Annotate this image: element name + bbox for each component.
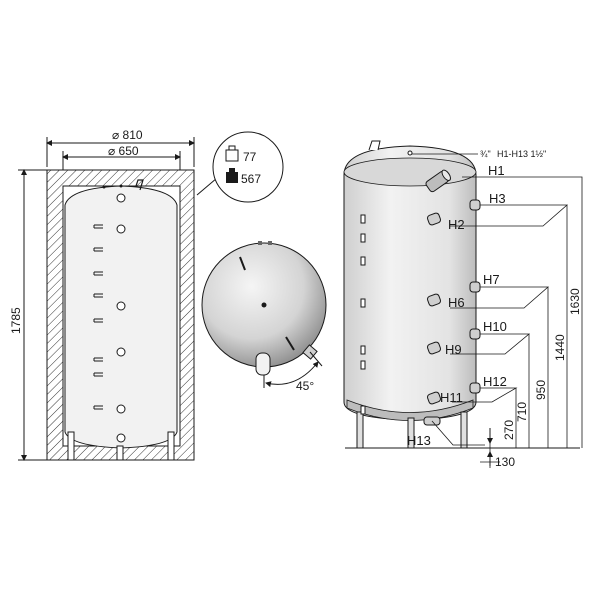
label-H13: H13 bbox=[407, 433, 431, 448]
thread-note-a: ¾" bbox=[480, 149, 491, 159]
dim-130: 130 bbox=[495, 455, 515, 469]
thread-note-b: H1-H13 1½" bbox=[497, 149, 546, 159]
dim-1630: 1630 bbox=[568, 288, 582, 315]
side-nozzles bbox=[423, 199, 481, 426]
label-H3: H3 bbox=[489, 191, 506, 206]
dim-710: 710 bbox=[515, 402, 529, 422]
label-H2: H2 bbox=[448, 217, 465, 232]
label-H12: H12 bbox=[483, 374, 507, 389]
label-H9: H9 bbox=[445, 342, 462, 357]
height-label: 1785 bbox=[9, 307, 23, 334]
weight-full-icon bbox=[226, 168, 238, 183]
tank-legs bbox=[356, 411, 468, 449]
dim-950: 950 bbox=[534, 380, 548, 400]
front-ports bbox=[116, 193, 126, 443]
filled-weight-value: 567 bbox=[241, 172, 261, 186]
weight-empty-icon bbox=[225, 145, 239, 162]
label-H10: H10 bbox=[483, 319, 507, 334]
outer-diameter-label: ⌀ 810 bbox=[112, 128, 143, 142]
side-view: ¾" H1-H13 1½" H bbox=[343, 140, 583, 469]
label-H7: H7 bbox=[483, 272, 500, 287]
empty-weight-value: 77 bbox=[243, 150, 257, 164]
sensor-sleeves bbox=[93, 224, 103, 410]
side-sensor-slots bbox=[360, 214, 366, 415]
angle-label: 45° bbox=[296, 379, 314, 393]
front-view: ⌀ 810 ⌀ 650 1785 bbox=[9, 128, 195, 461]
label-H1: H1 bbox=[488, 163, 505, 178]
weights-callout: 77 567 bbox=[196, 131, 284, 203]
dim-270: 270 bbox=[502, 420, 516, 440]
top-view: 45° bbox=[201, 241, 327, 393]
label-H6: H6 bbox=[448, 295, 465, 310]
dim-1440: 1440 bbox=[553, 334, 567, 361]
label-H11: H11 bbox=[440, 390, 463, 405]
inner-diameter-label: ⌀ 650 bbox=[108, 144, 139, 158]
tank-body-side bbox=[343, 145, 477, 421]
tank-body-front bbox=[64, 185, 178, 449]
tank-feet bbox=[67, 431, 175, 461]
